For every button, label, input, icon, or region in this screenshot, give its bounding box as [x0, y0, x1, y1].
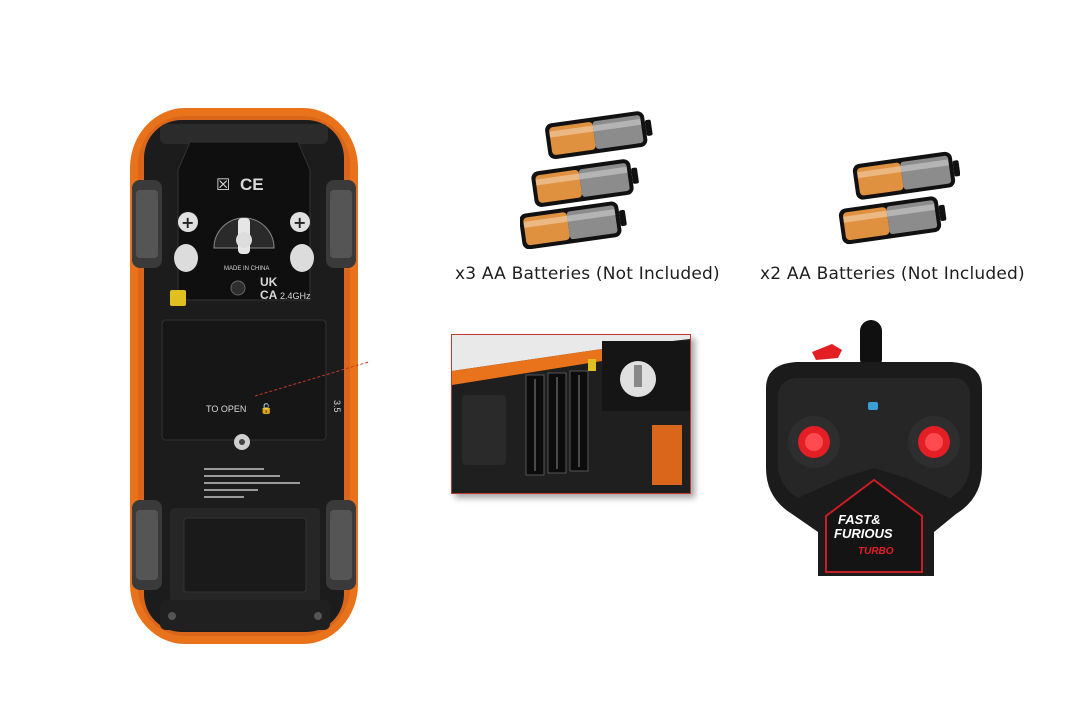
antenna [860, 320, 882, 370]
car-batteries-group [520, 111, 653, 249]
svg-text:+: + [293, 213, 306, 232]
battery-icon [852, 151, 960, 200]
battery-compartment-inset [451, 334, 691, 494]
battery-cover [161, 319, 327, 441]
battery-icon [838, 196, 947, 245]
car-batteries-caption: x3 AA Batteries (Not Included) [455, 264, 720, 284]
made-in-label: MADE IN CHINA [224, 266, 269, 272]
frequency-label: 2.4GHz [280, 291, 311, 301]
side-code: 3.5 [332, 400, 342, 413]
car-underside-image: ☒ CE + + MADE IN CHINA UK CA 2.4GHz TO O… [130, 108, 370, 644]
status-led [868, 402, 878, 410]
weee-bin-icon: ☒ [216, 177, 230, 194]
lock-icon: 🔓 [260, 402, 272, 415]
ukca-top: UK [260, 275, 278, 289]
remote-batteries-caption: x2 AA Batteries (Not Included) [760, 264, 1025, 284]
brand-line2: FURIOUS [834, 526, 893, 541]
to-open-label: TO OPEN [206, 404, 246, 414]
sub-brand: TURBO [858, 546, 894, 557]
remote-batteries-group [838, 151, 960, 245]
battery-icon [545, 111, 653, 160]
remote-controller-image: FAST& FURIOUS TURBO [766, 320, 982, 576]
plus-icon [290, 212, 310, 232]
red-toggle-switch [812, 344, 842, 360]
ce-mark-icon: CE [240, 175, 264, 194]
brand-line1: FAST& [838, 512, 881, 527]
callout-line [254, 361, 370, 397]
battery-icon [531, 159, 639, 207]
ukca-bottom: CA [260, 288, 278, 302]
svg-text:+: + [181, 213, 194, 232]
plus-icon [178, 212, 198, 232]
battery-icon [520, 201, 627, 249]
